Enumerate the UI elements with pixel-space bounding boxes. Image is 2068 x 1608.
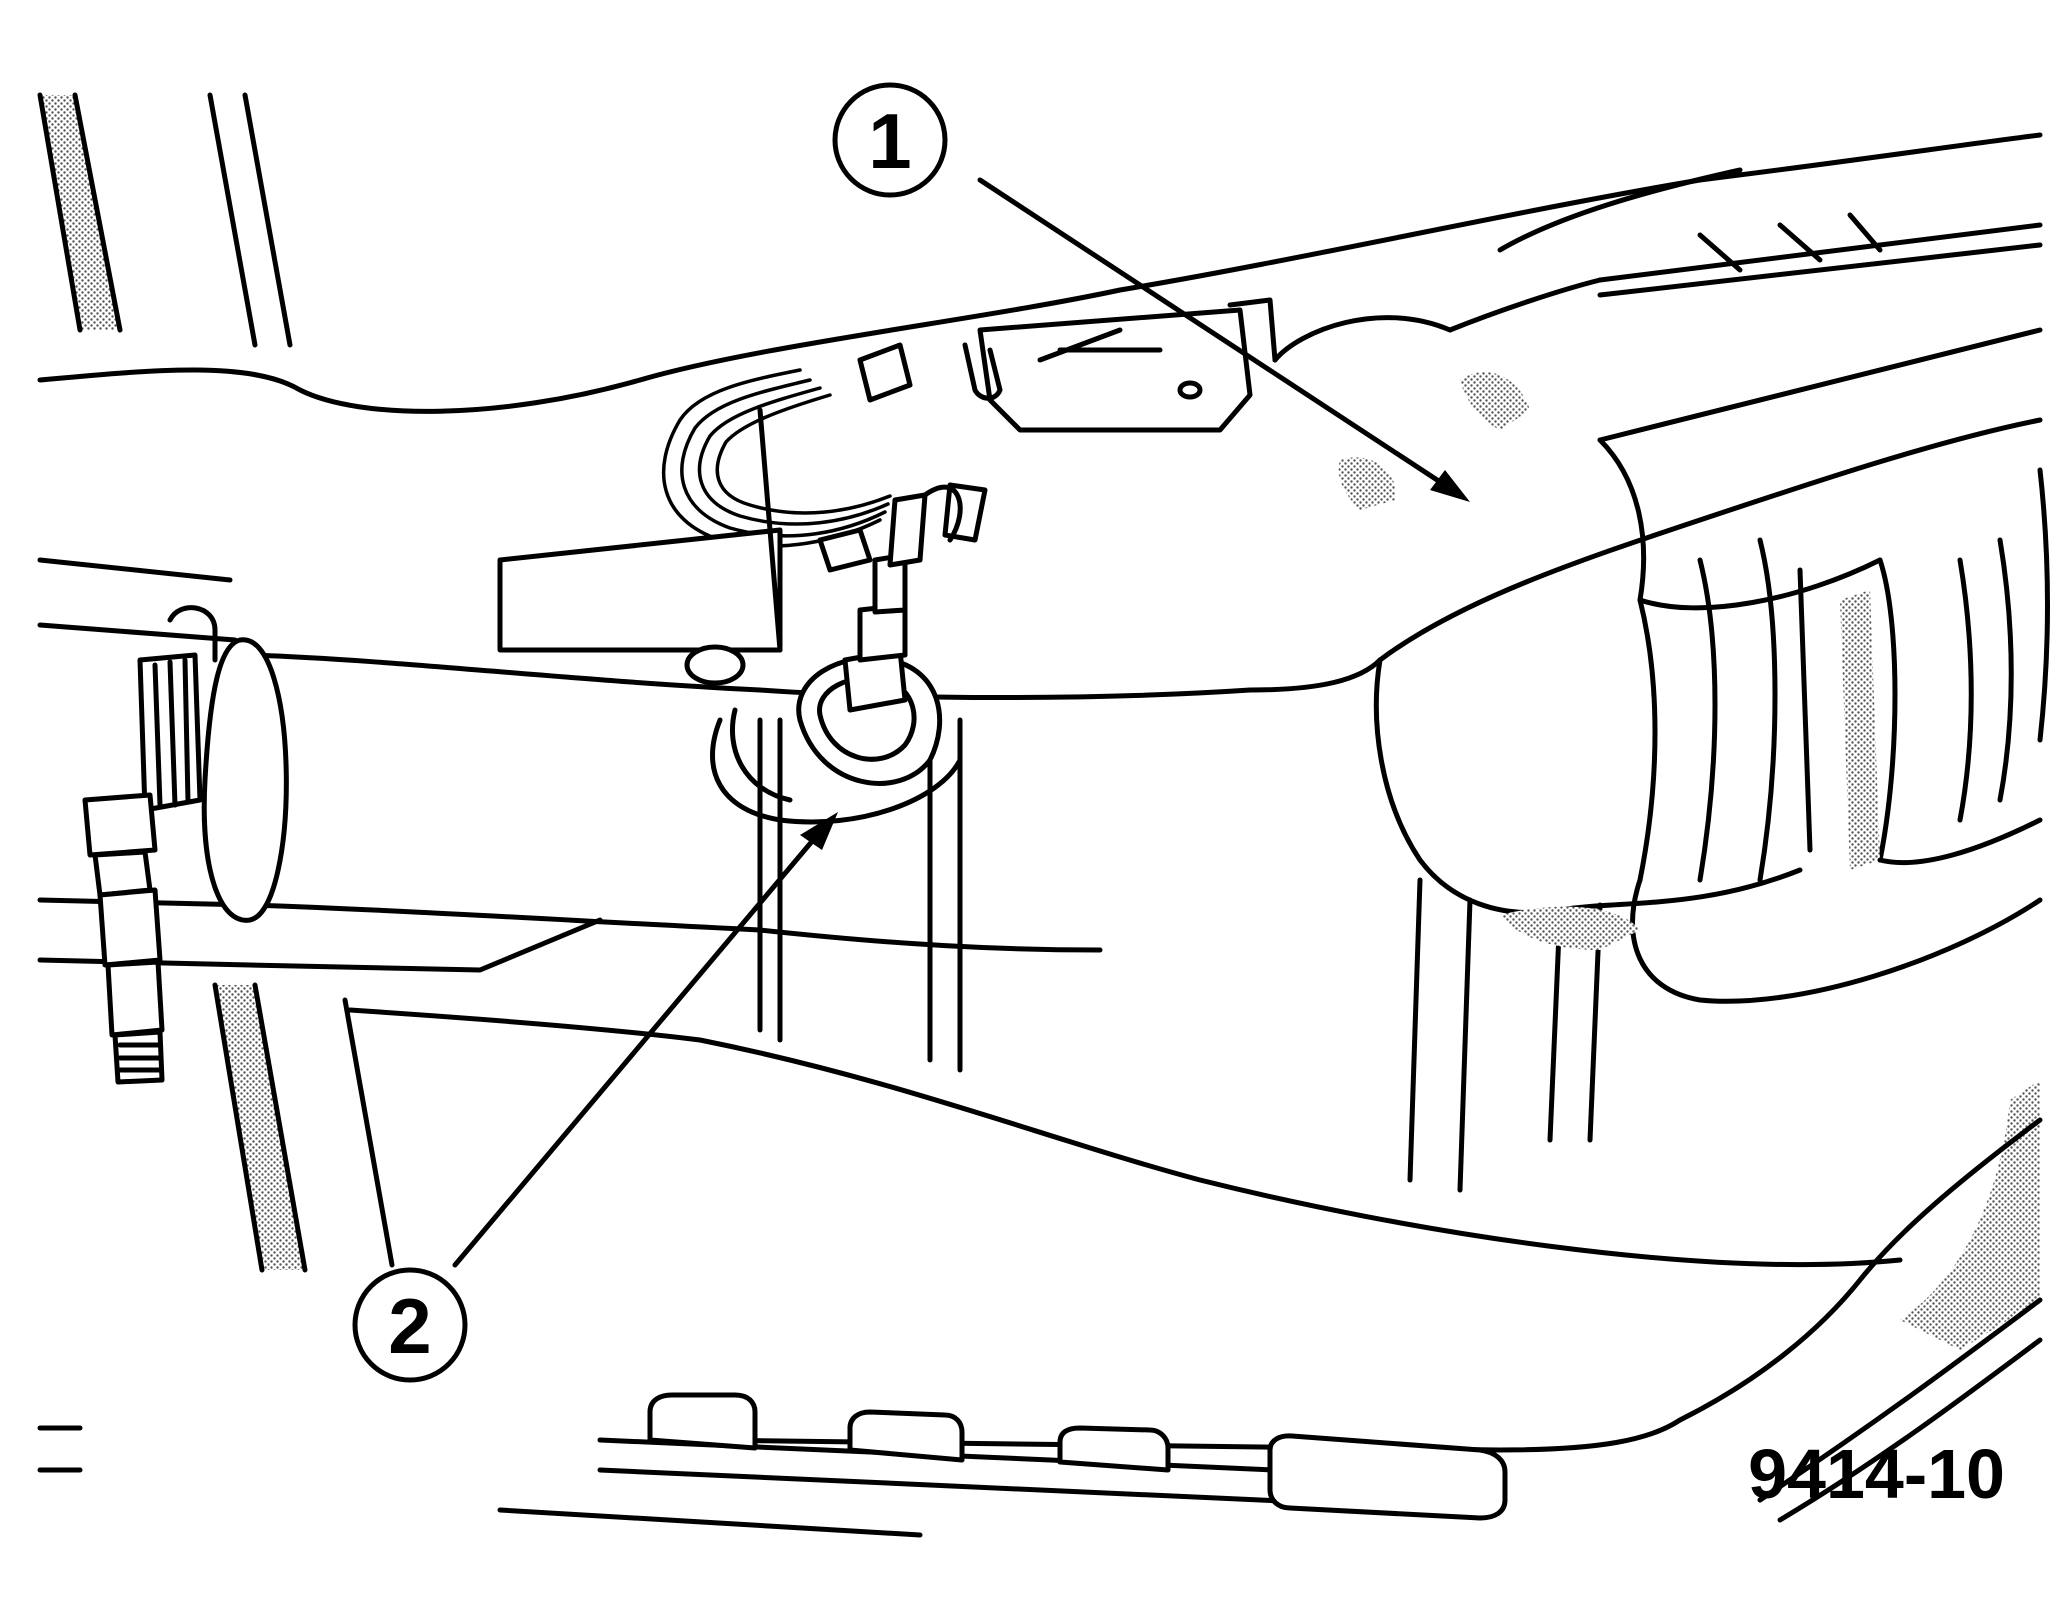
arrowhead-1: [1430, 470, 1470, 502]
callout-2-label: 2: [388, 1282, 431, 1370]
sensor-bracket: [497, 407, 783, 686]
floor-pan: [37, 132, 2043, 414]
heat-shield: [962, 307, 1530, 510]
catalytic-converter: [1377, 327, 2050, 1350]
frame-rail-left: [37, 92, 395, 1273]
callout-1: 1: [832, 82, 948, 198]
leader-lines: [452, 177, 1470, 1268]
oxygen-sensor: [710, 484, 963, 825]
sensor-wiring: [661, 342, 988, 573]
callout-1-label: 1: [868, 97, 911, 185]
figure-id: 9414-10: [1748, 1435, 2005, 1513]
callout-2: 2: [352, 1267, 468, 1383]
exhaust-pipe: [37, 557, 1903, 1268]
lower-frame: [37, 1117, 2043, 1538]
pipe-clamp: [82, 605, 289, 1085]
arrowhead-2: [800, 812, 838, 850]
